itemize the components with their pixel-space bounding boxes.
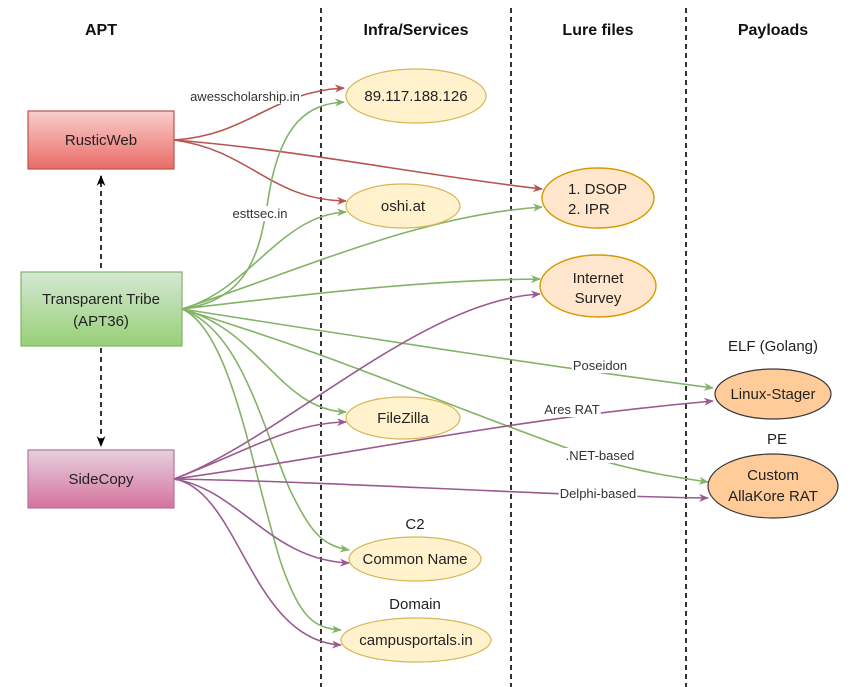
apt-node-sidecopy-label: SideCopy xyxy=(68,471,134,488)
payload-node-linux-stager-label: Linux-Stager xyxy=(730,386,815,403)
edge-label-background xyxy=(189,89,301,104)
column-header-lure: Lure files xyxy=(562,22,633,39)
edge-transparent-tribe-to-dsop xyxy=(181,203,543,310)
edge-transparent-tribe-to-filezilla xyxy=(181,308,347,416)
infra-node-campusportals[interactable]: campusportals.in xyxy=(340,617,492,663)
edge-sidecopy-to-survey xyxy=(173,290,541,480)
edge-label-sidecopy-to-allakore: Delphi-based xyxy=(560,486,637,501)
edge-transparent-tribe-to-linux-stager xyxy=(181,308,714,391)
apt-node-transparent-tribe[interactable]: Transparent Tribe (APT36) xyxy=(20,271,183,347)
infra-node-ip-label: 89.117.188.126 xyxy=(364,88,467,105)
edge-sidecopy-to-common-name xyxy=(173,478,350,567)
edge-label-rusticweb-to-ip: awesscholarship.in xyxy=(190,89,300,104)
infra-node-campusportals-label: campusportals.in xyxy=(359,632,472,649)
edge-label-background xyxy=(231,206,289,221)
edges-layer xyxy=(173,84,714,649)
edge-transparent-tribe-to-ip xyxy=(181,98,345,310)
apt-node-rusticweb[interactable]: RusticWeb xyxy=(27,110,175,170)
edge-transparent-tribe-to-oshi xyxy=(181,208,347,310)
edge-sidecopy-to-filezilla xyxy=(173,418,347,480)
edge-transparent-tribe-to-survey xyxy=(181,275,541,310)
payload-caption-pe: PE xyxy=(767,431,787,448)
edge-label-transparent-tribe-to-allakore: .NET-based xyxy=(566,448,635,463)
infra-node-common-name-label: Common Name xyxy=(362,551,467,568)
lure-node-dsop-ipr-line2: 2. IPR xyxy=(568,201,610,218)
edge-sidecopy-to-campusportals xyxy=(173,478,342,649)
infra-node-ip[interactable]: 89.117.188.126 xyxy=(345,68,487,124)
edge-rusticweb-to-oshi xyxy=(173,139,347,205)
lure-node-internet-survey-line2: Survey xyxy=(575,290,622,307)
payload-caption-elf: ELF (Golang) xyxy=(728,338,818,355)
edge-label-background xyxy=(571,358,629,373)
column-header-payloads: Payloads xyxy=(738,22,808,39)
payload-node-allakore-line1: Custom xyxy=(747,467,799,484)
edge-label-background xyxy=(543,402,601,417)
edge-label-sidecopy-to-linux-stager: Ares RAT xyxy=(544,402,599,417)
edge-sidecopy-to-linux-stager xyxy=(173,397,714,480)
payload-node-linux-stager[interactable]: Linux-Stager xyxy=(714,368,832,420)
edge-label-background xyxy=(558,486,638,501)
lure-node-internet-survey-line1: Internet xyxy=(573,270,625,287)
infra-node-oshi[interactable]: oshi.at xyxy=(345,183,461,229)
lure-node-internet-survey[interactable]: Internet Survey xyxy=(539,254,657,318)
apt-node-transparent-tribe-label-line2: (APT36) xyxy=(73,313,129,330)
infra-node-common-name[interactable]: Common Name xyxy=(348,536,482,582)
infra-caption-c2: C2 xyxy=(405,516,424,533)
column-header-apt: APT xyxy=(85,22,117,39)
edge-label-transparent-tribe-to-ip: esttsec.in xyxy=(233,206,288,221)
infra-node-filezilla-label: FileZilla xyxy=(377,410,429,427)
infra-node-oshi-label: oshi.at xyxy=(381,198,426,215)
edge-label-background xyxy=(564,448,636,463)
lure-node-dsop-ipr-line1: 1. DSOP xyxy=(568,181,627,198)
payload-node-allakore-rat[interactable]: Custom AllaKore RAT xyxy=(707,453,839,519)
edge-rusticweb-to-ip xyxy=(173,84,345,141)
edge-rusticweb-to-dsop xyxy=(173,139,543,192)
apt-node-transparent-tribe-label-line1: Transparent Tribe xyxy=(42,291,160,308)
infra-caption-domain: Domain xyxy=(389,596,441,613)
apt-node-sidecopy[interactable]: SideCopy xyxy=(27,449,175,509)
edge-label-transparent-tribe-to-linux-stager: Poseidon xyxy=(573,358,627,373)
edge-sidecopy-to-allakore xyxy=(173,478,709,502)
payload-node-allakore-line2: AllaKore RAT xyxy=(728,488,818,505)
apt-node-rusticweb-label: RusticWeb xyxy=(65,132,137,149)
edge-transparent-tribe-to-campusportals xyxy=(181,308,342,634)
infra-node-filezilla[interactable]: FileZilla xyxy=(345,396,461,440)
column-header-infra: Infra/Services xyxy=(364,22,469,39)
lure-node-dsop-ipr[interactable]: 1. DSOP 2. IPR xyxy=(541,167,655,229)
